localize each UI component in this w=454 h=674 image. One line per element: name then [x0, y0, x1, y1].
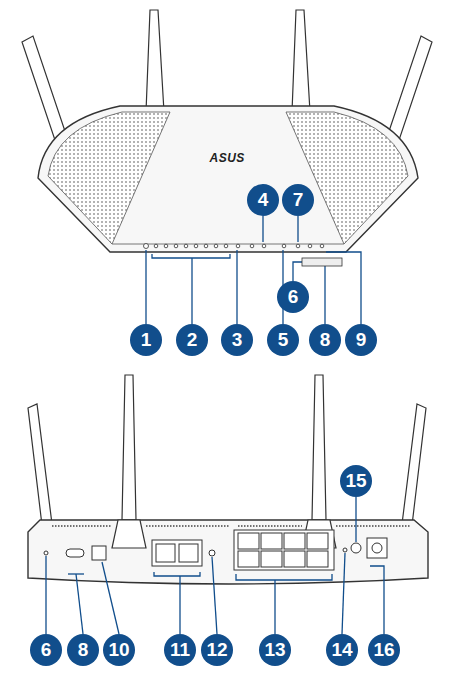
back-leader-lines — [46, 497, 384, 634]
back-antennas — [28, 375, 426, 542]
callout-number: 7 — [282, 184, 314, 216]
callout-number: 11 — [164, 634, 196, 666]
callout-number: 13 — [259, 634, 291, 666]
brand-logo: ASUS — [210, 151, 245, 165]
callout-number: 1 — [130, 324, 162, 356]
callout-number: 4 — [247, 184, 279, 216]
callout-number: 2 — [176, 324, 208, 356]
callout-number: 6 — [30, 634, 62, 666]
callout-number: 8 — [309, 324, 341, 356]
callout-number: 12 — [201, 634, 233, 666]
callout-number: 3 — [221, 324, 253, 356]
mesh-panel — [48, 112, 170, 244]
antenna-bases — [112, 520, 336, 548]
front-body — [38, 106, 418, 252]
callout-number: 16 — [368, 634, 400, 666]
leader-lines — [146, 216, 361, 324]
callout-number: 14 — [326, 634, 358, 666]
front-port — [302, 258, 342, 266]
ports — [44, 530, 387, 570]
callout-number: 10 — [103, 634, 135, 666]
callout-number: 9 — [345, 324, 377, 356]
callout-number: 5 — [267, 324, 299, 356]
mesh-panel — [286, 112, 408, 244]
callout-number: 6 — [277, 281, 309, 313]
led-row — [144, 244, 324, 249]
back-body — [28, 520, 428, 584]
callout-number: 8 — [67, 634, 99, 666]
callout-number: 15 — [340, 465, 372, 497]
